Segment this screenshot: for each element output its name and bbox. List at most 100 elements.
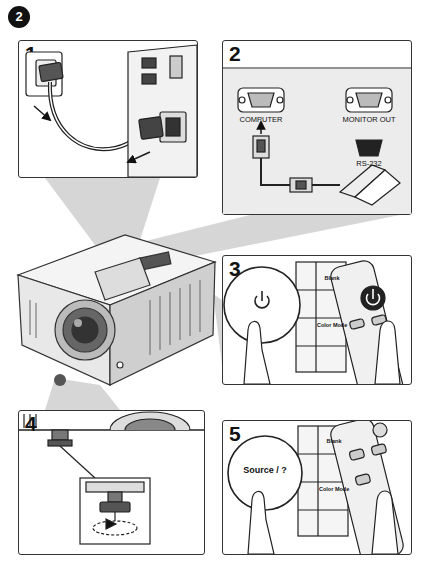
computer-connection-art <box>290 178 312 192</box>
vent-lines <box>170 292 171 345</box>
power-cord-art <box>50 82 150 149</box>
light-beam <box>45 178 160 245</box>
step-number: 2 <box>229 42 241 66</box>
power-on-art <box>349 318 365 329</box>
source-select-art <box>317 426 318 536</box>
foot-adjust-art <box>110 412 190 430</box>
source-select-art <box>228 436 302 510</box>
power-cord-art <box>26 45 197 177</box>
computer-connection-art <box>261 158 290 185</box>
step-panel: 3 <box>222 255 412 385</box>
foot-adjust-art <box>48 440 72 446</box>
computer-connection-art <box>223 68 411 214</box>
power-cord-art <box>26 52 62 96</box>
computer-connection-art <box>346 88 392 112</box>
power-on-art <box>296 345 346 346</box>
computer-connection-art <box>340 165 385 197</box>
foot-adjust-art <box>80 478 150 544</box>
computer-connection-art <box>277 97 283 103</box>
power-cord-art <box>170 56 182 78</box>
section-number: 2 <box>8 6 30 28</box>
step-panel: 1 <box>18 40 198 178</box>
foot-adjust-art <box>60 446 95 478</box>
computer-connection-art <box>347 97 353 103</box>
computer-connection-art <box>239 97 245 103</box>
power-on-art <box>375 321 400 384</box>
computer-connection-art <box>223 69 411 214</box>
source-select-art <box>298 481 348 482</box>
foot-adjust-art <box>52 430 68 440</box>
projector-body <box>95 258 150 300</box>
button-label: Source / ? <box>228 466 302 476</box>
computer-connection-art <box>385 97 391 103</box>
source-select-art <box>349 448 365 460</box>
source-select-art <box>228 421 405 554</box>
step-number: 1 <box>25 42 37 66</box>
power-cord-art <box>160 112 186 142</box>
power-cord-art <box>34 106 50 120</box>
power-cord-art <box>128 45 197 177</box>
power-on-art <box>296 317 346 318</box>
foot-adjust-art <box>106 519 116 529</box>
power-cord-art <box>50 82 150 149</box>
foot-adjust-art <box>29 414 30 428</box>
power-on-art <box>367 294 380 305</box>
step-number: 5 <box>229 422 241 446</box>
computer-connection-art <box>248 93 274 107</box>
power-cord-art <box>166 118 180 136</box>
vent-lines <box>150 300 151 355</box>
foot <box>54 374 66 386</box>
power-on-art <box>296 262 346 372</box>
power-on-art <box>224 259 405 384</box>
power-cord-art <box>128 152 150 162</box>
source-select-art <box>371 443 387 455</box>
foot-adjust-art <box>19 412 204 544</box>
port-label: MONITOR OUT <box>339 116 399 124</box>
foot-adjust-art <box>100 502 130 512</box>
computer-connection-art <box>356 140 382 156</box>
power-on-art <box>329 259 406 384</box>
projector-body <box>18 235 215 385</box>
computer-connection-art <box>296 181 306 189</box>
computer-connection-art <box>257 140 265 152</box>
computer-connection-art <box>356 93 382 107</box>
vent-lines <box>180 288 181 340</box>
source-select-art <box>298 509 348 510</box>
foot-adjust-art <box>125 419 175 430</box>
source-select-art <box>373 423 387 437</box>
power-cord-art <box>39 62 63 82</box>
vent-lines <box>30 300 31 335</box>
projector-body <box>63 308 107 352</box>
projector-body <box>72 317 98 343</box>
foot-adjust-art <box>86 482 144 492</box>
power-on-art <box>371 314 387 325</box>
power-on-art <box>361 286 385 310</box>
power-cord-art <box>142 74 156 84</box>
button-label: Blank <box>317 275 347 281</box>
vent-lines <box>160 296 161 350</box>
source-select-art <box>248 491 274 554</box>
power-cord-art <box>142 58 156 68</box>
foot-adjust-art <box>19 429 204 431</box>
step-panel: 4 <box>18 410 205 555</box>
button-label: Blank <box>319 438 349 444</box>
source-select-art <box>298 453 348 454</box>
vent-lines <box>190 284 191 336</box>
foot-adjust-art <box>35 414 36 428</box>
computer-connection-art <box>355 170 400 205</box>
step-panel: 5 <box>222 420 412 555</box>
button-label: Color Mode <box>319 486 349 492</box>
source-select-art <box>298 426 348 536</box>
power-on-art <box>261 291 263 301</box>
computer-connection-art <box>312 184 340 186</box>
source-select-art <box>372 491 398 554</box>
computer-connection-art <box>253 136 269 158</box>
projector-body <box>55 300 115 360</box>
power-on-art <box>244 321 270 384</box>
step-panel: 2 <box>222 40 412 215</box>
power-cord-art <box>139 117 164 140</box>
port-label: COMPUTER <box>231 116 291 124</box>
port-label: RS-232 <box>339 160 399 168</box>
foot-adjust-art <box>114 512 115 521</box>
